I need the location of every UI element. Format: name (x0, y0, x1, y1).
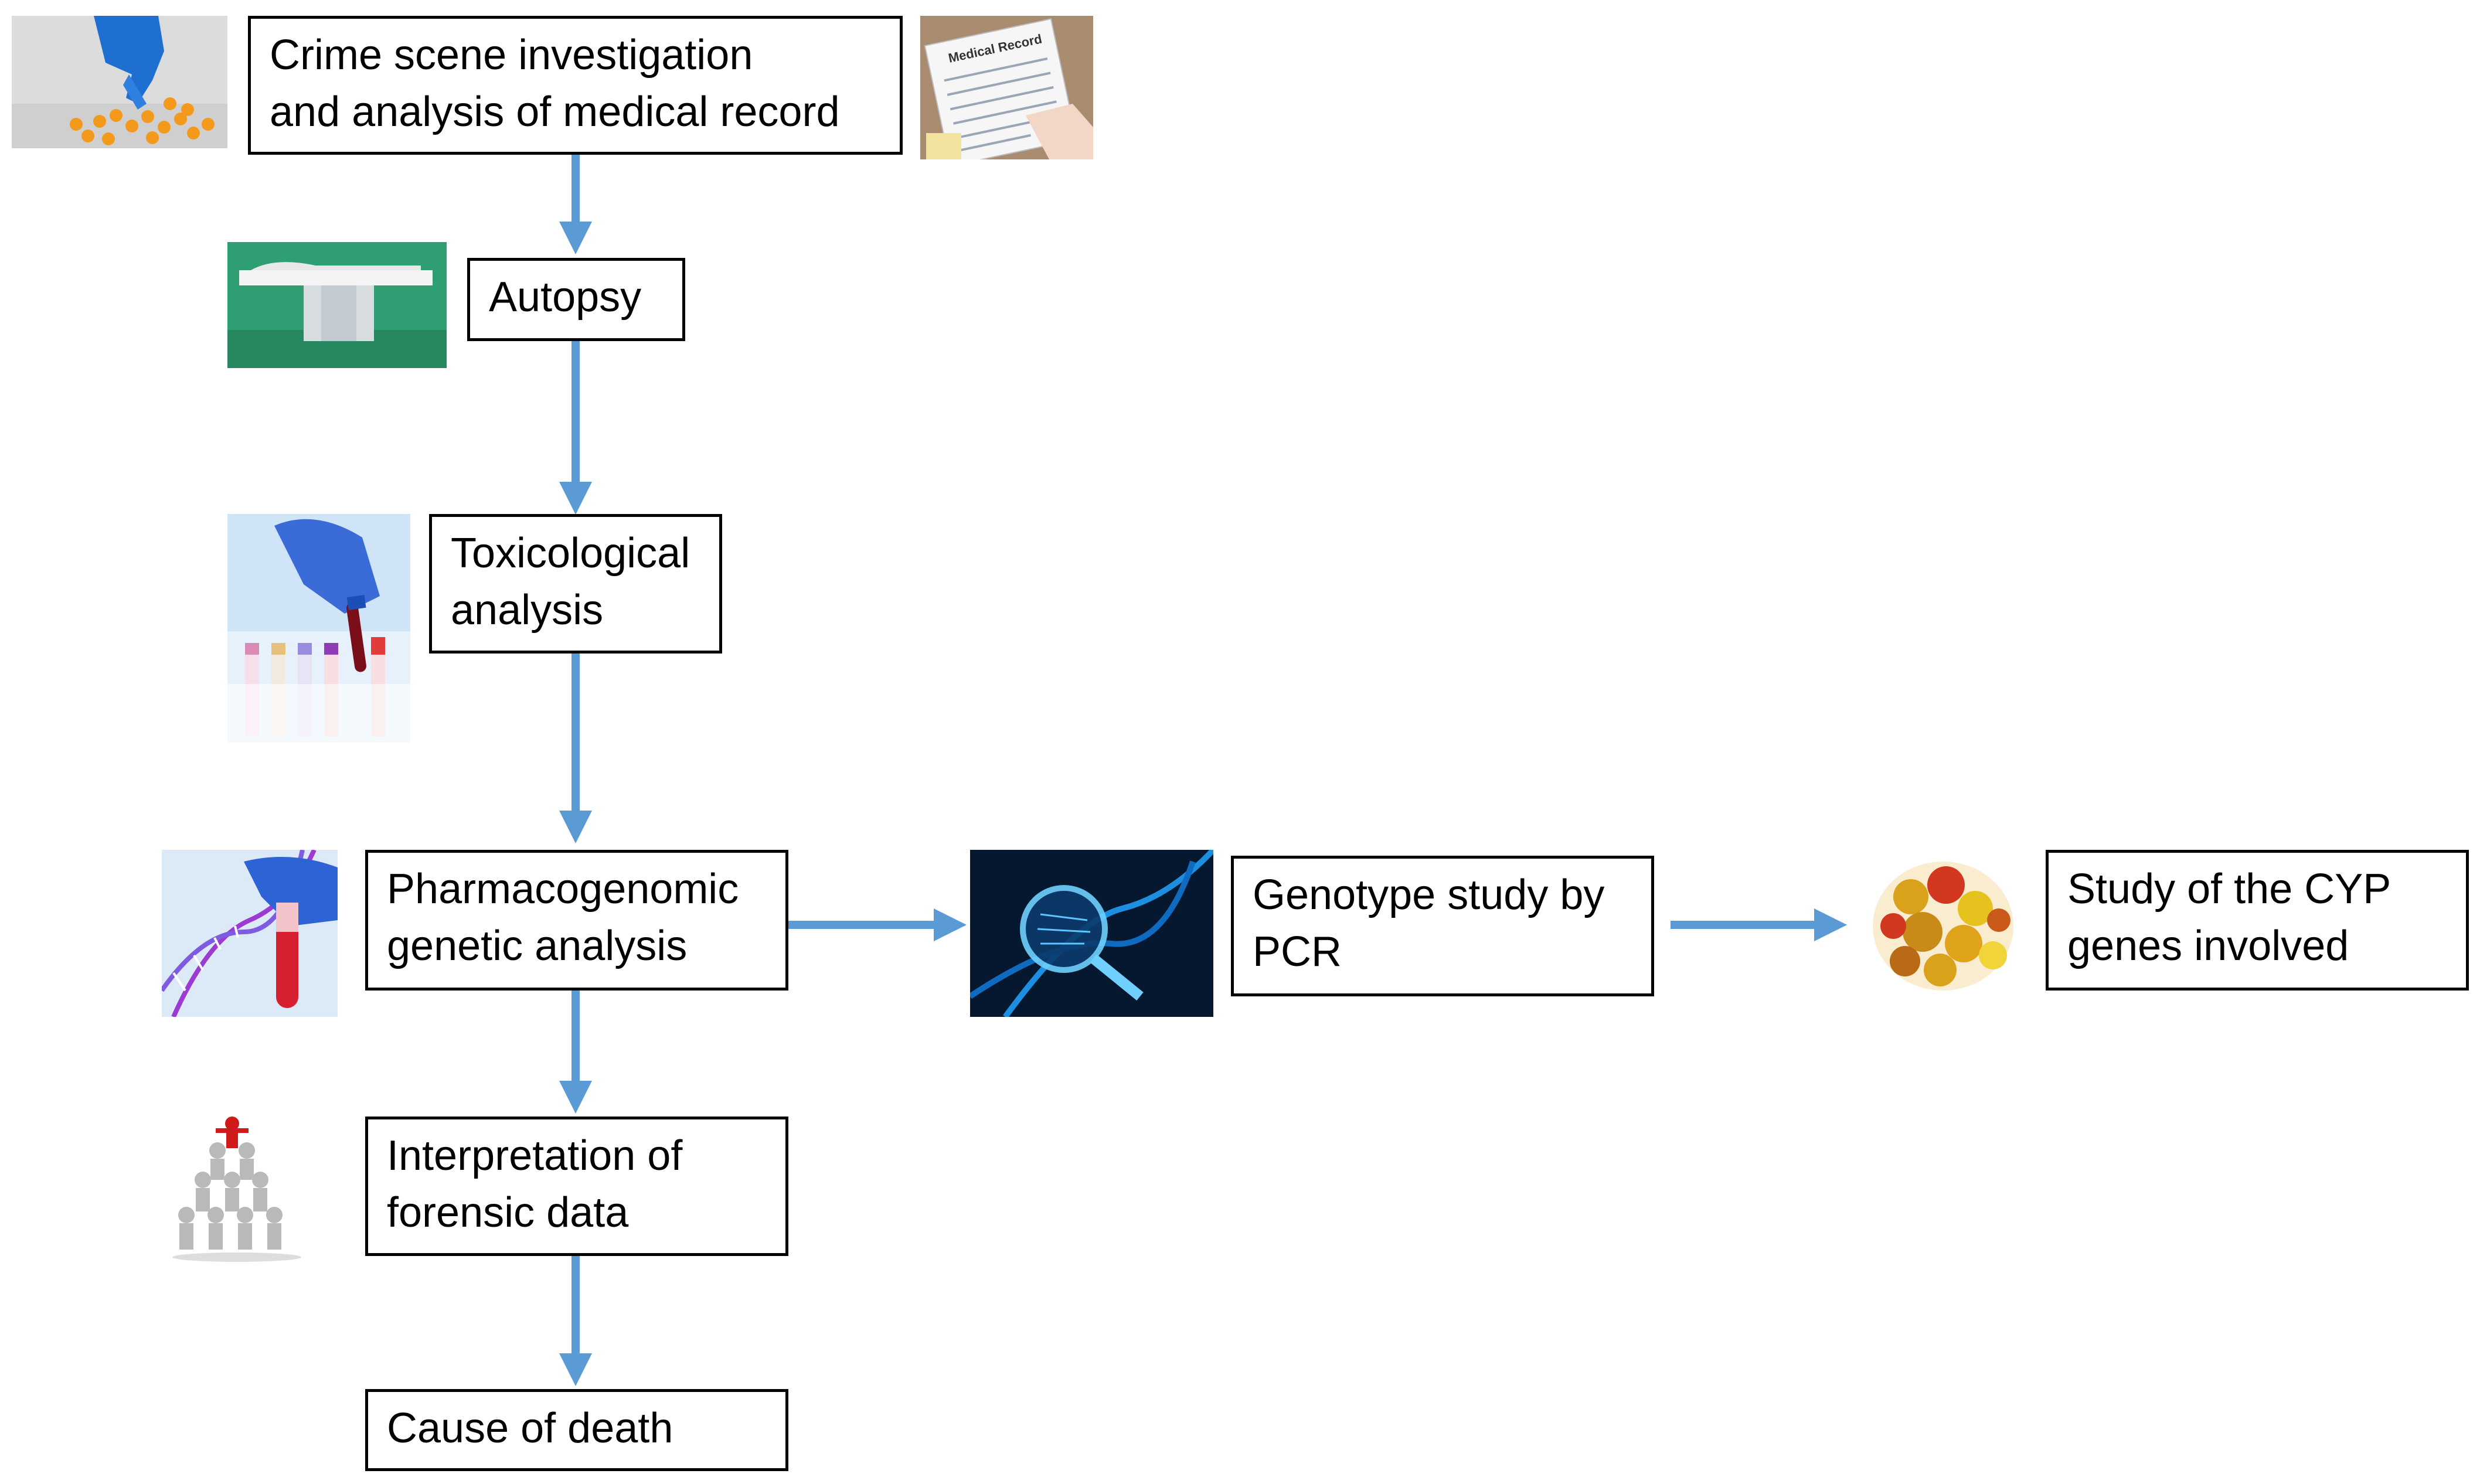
dna-tube-image (162, 850, 338, 1017)
step-pharmacogenomic-analysis: Pharmacogenomic genetic analysis (365, 850, 788, 991)
step-autopsy: Autopsy (467, 258, 685, 341)
protein-structure-image (1858, 844, 2027, 1008)
step-cyp-genes: Study of the CYP genes involved (2046, 850, 2469, 991)
genome-magnifier-image (970, 850, 1213, 1017)
step-interpretation-forensic-data: Interpretation of forensic data (365, 1117, 788, 1256)
step-genotype-pcr: Genotype study by PCR (1231, 856, 1654, 996)
pills-glove-image (12, 16, 227, 148)
medical-record-image: Medical Record (920, 16, 1093, 159)
teamwork-figures-image (162, 1117, 311, 1266)
step-crime-scene: Crime scene investigation and analysis o… (248, 16, 903, 155)
autopsy-table-image (227, 242, 447, 368)
blood-sample-image (227, 514, 410, 743)
step-cause-of-death: Cause of death (365, 1389, 788, 1471)
step-toxicological-analysis: Toxicological analysis (429, 514, 722, 653)
